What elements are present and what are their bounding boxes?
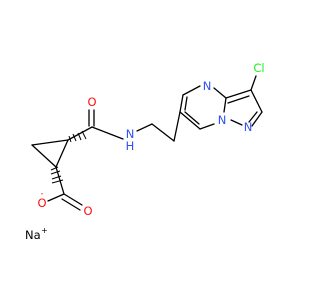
pyrimidine-bond-c7-c6 [179, 111, 201, 130]
carboxyl-double-bond-b [61, 198, 81, 211]
hash-wedge-lower [50, 166, 64, 184]
pyrimidine-bond-c6-c5 [179, 94, 184, 113]
ethyl-bond [151, 123, 175, 142]
cyclopropane-bond-3 [55, 139, 69, 168]
atom-sodium: Na [25, 228, 41, 242]
pyrimidine-bond-c5-n4 [182, 85, 201, 96]
atom-chlorine: Cl [253, 61, 264, 75]
atom-carbonyl-oxygen: O [87, 95, 96, 109]
atom-pyrazole-nitrogen: N [244, 120, 253, 134]
atom-carboxyl-oxygen: O [83, 204, 92, 218]
carboxylate-negative-charge: - [41, 189, 44, 198]
molecule-structure-diagram: O N H O - O Na + N N N Cl [25, 61, 265, 242]
amide-c-ring-bond [67, 126, 93, 141]
pyrazole-bond-c3a-c3-inner [227, 95, 250, 104]
atom-carboxylate-oxygen: O [37, 196, 46, 210]
pyrazole-bond-n1-n [230, 119, 243, 126]
pyrazole-bond-c2-n1-inner [248, 111, 258, 123]
pyrimidine-bond-n-c7 [199, 123, 215, 130]
atom-bridgehead-nitrogen: N [218, 113, 227, 127]
atom-amide-nitrogen: N [126, 127, 135, 141]
pyrimidine-bond-c7-c6-inner [184, 111, 200, 125]
cyclopropane-bond-1 [31, 139, 69, 146]
atom-labels: O N H O - O Na + N N N Cl [25, 61, 265, 242]
bonds [31, 75, 263, 211]
pyrimidine-bond-c6-c5-inner [184, 96, 188, 111]
cyclopropane-bond-2 [31, 144, 57, 168]
atom-amide-hydrogen: H [126, 139, 135, 153]
carboxyl-single-bond [47, 193, 65, 202]
stereo-hash-wedges [50, 130, 87, 184]
atom-pyrimidine-nitrogen: N [203, 79, 212, 93]
c-cl-bond [250, 75, 257, 91]
ethyl-ring-bond [173, 111, 181, 142]
pyrimidine-bond-c3a-n [223, 97, 227, 113]
sodium-positive-charge: + [41, 226, 48, 235]
pyrazole-bond-c3-c2 [250, 89, 263, 113]
pyrazole-bond-c3a-c3 [225, 89, 252, 99]
amide-c-n-bond [91, 126, 124, 140]
carboxyl-double-bond-a [63, 193, 83, 206]
n-ethyl-bond [136, 123, 153, 132]
pyrazole-bond-c2-n1 [251, 111, 263, 127]
pyrimidine-bond-n4-c3a [213, 87, 227, 99]
hash-wedge-upper [68, 130, 87, 143]
